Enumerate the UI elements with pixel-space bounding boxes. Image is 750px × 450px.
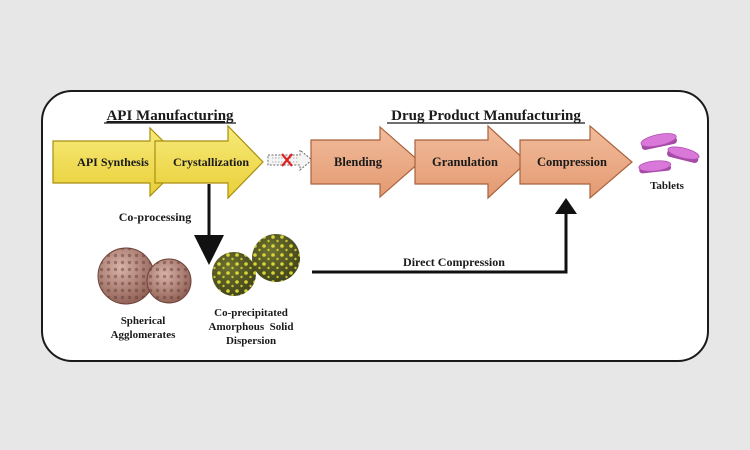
api-manufacturing-title: API Manufacturing (106, 108, 234, 124)
crystallization-label: Crystallization (173, 155, 249, 169)
direct-compression-label: Direct Compression (403, 255, 505, 269)
crystallization-step: Crystallization (154, 124, 264, 200)
blocked-x-icon (281, 153, 293, 167)
spherical-agglomerate-particle (146, 258, 192, 304)
co-processing-label: Co-processing (119, 210, 191, 224)
compression-step: Compression (519, 124, 633, 200)
drug-product-title: Drug Product Manufacturing (391, 108, 581, 124)
blending-label: Blending (334, 155, 383, 169)
tablets-label: Tablets (650, 180, 685, 192)
blending-step: Blending (310, 125, 421, 199)
tablets-icon (638, 133, 700, 174)
granulation-label: Granulation (432, 155, 498, 169)
co-precipitated-label-3: Dispersion (226, 335, 276, 347)
blocked-path-arrow (267, 148, 313, 172)
direct-compression-arrow (312, 198, 577, 274)
co-precipitated-label-1: Co-precipitated (214, 307, 288, 319)
spherical-agglomerate-particle (97, 247, 155, 305)
co-precipitated-label-2: Amorphous Solid (209, 321, 294, 333)
co-precipitated-particle (252, 234, 300, 282)
granulation-step: Granulation (414, 124, 528, 200)
compression-label: Compression (537, 155, 607, 169)
co-precipitated-particle (212, 252, 256, 296)
spherical-agglomerates-label-1: Spherical (121, 315, 166, 327)
spherical-agglomerates-label-2: Agglomerates (111, 329, 176, 341)
api-synthesis-label: API Synthesis (77, 155, 149, 169)
api-synthesis-step: API Synthesis (52, 126, 185, 198)
